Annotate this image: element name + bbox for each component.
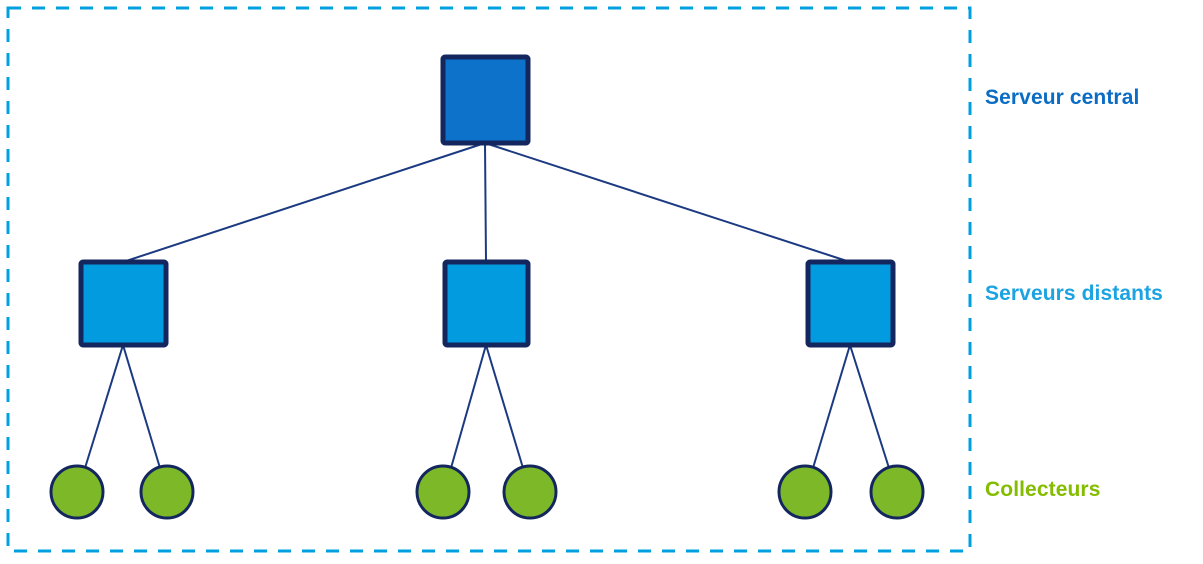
legend-label-serveur-central: Serveur central: [985, 86, 1140, 109]
link-remote-middle-to-collector-4: [485, 344, 524, 469]
node-group-tier2: [49, 464, 925, 520]
node-remote-server-middle[interactable]: [442, 259, 531, 348]
legend-label-collecteurs: Collecteurs: [985, 478, 1101, 501]
link-central-to-remote-middle: [484, 142, 487, 263]
node-collector-2[interactable]: [139, 464, 195, 520]
node-collector-3[interactable]: [415, 464, 471, 520]
link-remote-right-to-collector-5: [812, 344, 851, 469]
link-remote-left-to-collector-1: [84, 344, 124, 469]
link-remote-left-to-collector-2: [122, 344, 161, 469]
node-remote-server-right[interactable]: [805, 259, 896, 348]
node-central-server[interactable]: [440, 54, 531, 146]
link-group-tier1-tier2: [84, 344, 890, 469]
link-central-to-remote-right: [484, 142, 851, 263]
node-collector-6[interactable]: [869, 464, 925, 520]
node-collector-1[interactable]: [49, 464, 105, 520]
node-group-tier0: [440, 54, 531, 146]
link-group-tier0-tier1: [122, 142, 851, 263]
node-remote-server-left[interactable]: [78, 259, 169, 348]
link-remote-middle-to-collector-3: [450, 344, 487, 469]
link-central-to-remote-left: [122, 142, 486, 263]
legend-label-serveurs-distants: Serveurs distants: [985, 282, 1163, 305]
node-group-tier1: [78, 259, 896, 348]
node-collector-4[interactable]: [502, 464, 558, 520]
node-collector-5[interactable]: [777, 464, 833, 520]
dashed-boundary: [6, 6, 972, 553]
link-remote-right-to-collector-6: [849, 344, 890, 469]
